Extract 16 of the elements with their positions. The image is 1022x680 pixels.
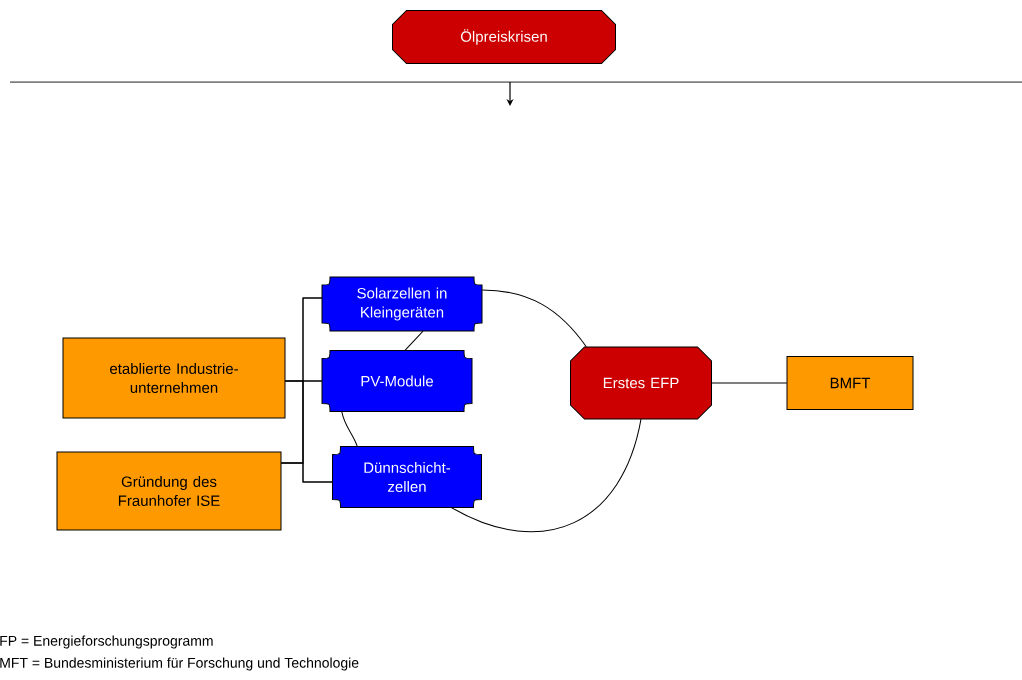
connector-line [711,382,788,384]
connector-line [451,418,642,533]
connector-line [404,330,424,351]
connector-line [481,289,587,348]
octagon-box: Erstes EFP [570,346,712,420]
connector-line [280,462,333,483]
note-text: FP = Energieforschungsprogramm [0,635,213,649]
process-box: BMFT [786,356,914,410]
note-text: MFT = Bundesministerium für Forschung und Technologie [0,657,359,671]
notched-box: PV-Module [321,350,473,412]
notched-box: Dünnschicht-zellen [332,446,482,508]
octagon-box: Ölpreiskrisen [392,10,616,64]
notched-box: Solarzellen in Kleingeräten [321,276,483,332]
process-box: etablierte Industrie-unternehmen [62,337,286,419]
process-box: Gründung des Fraunhofer ISE [56,451,282,531]
connector-line [341,411,358,447]
